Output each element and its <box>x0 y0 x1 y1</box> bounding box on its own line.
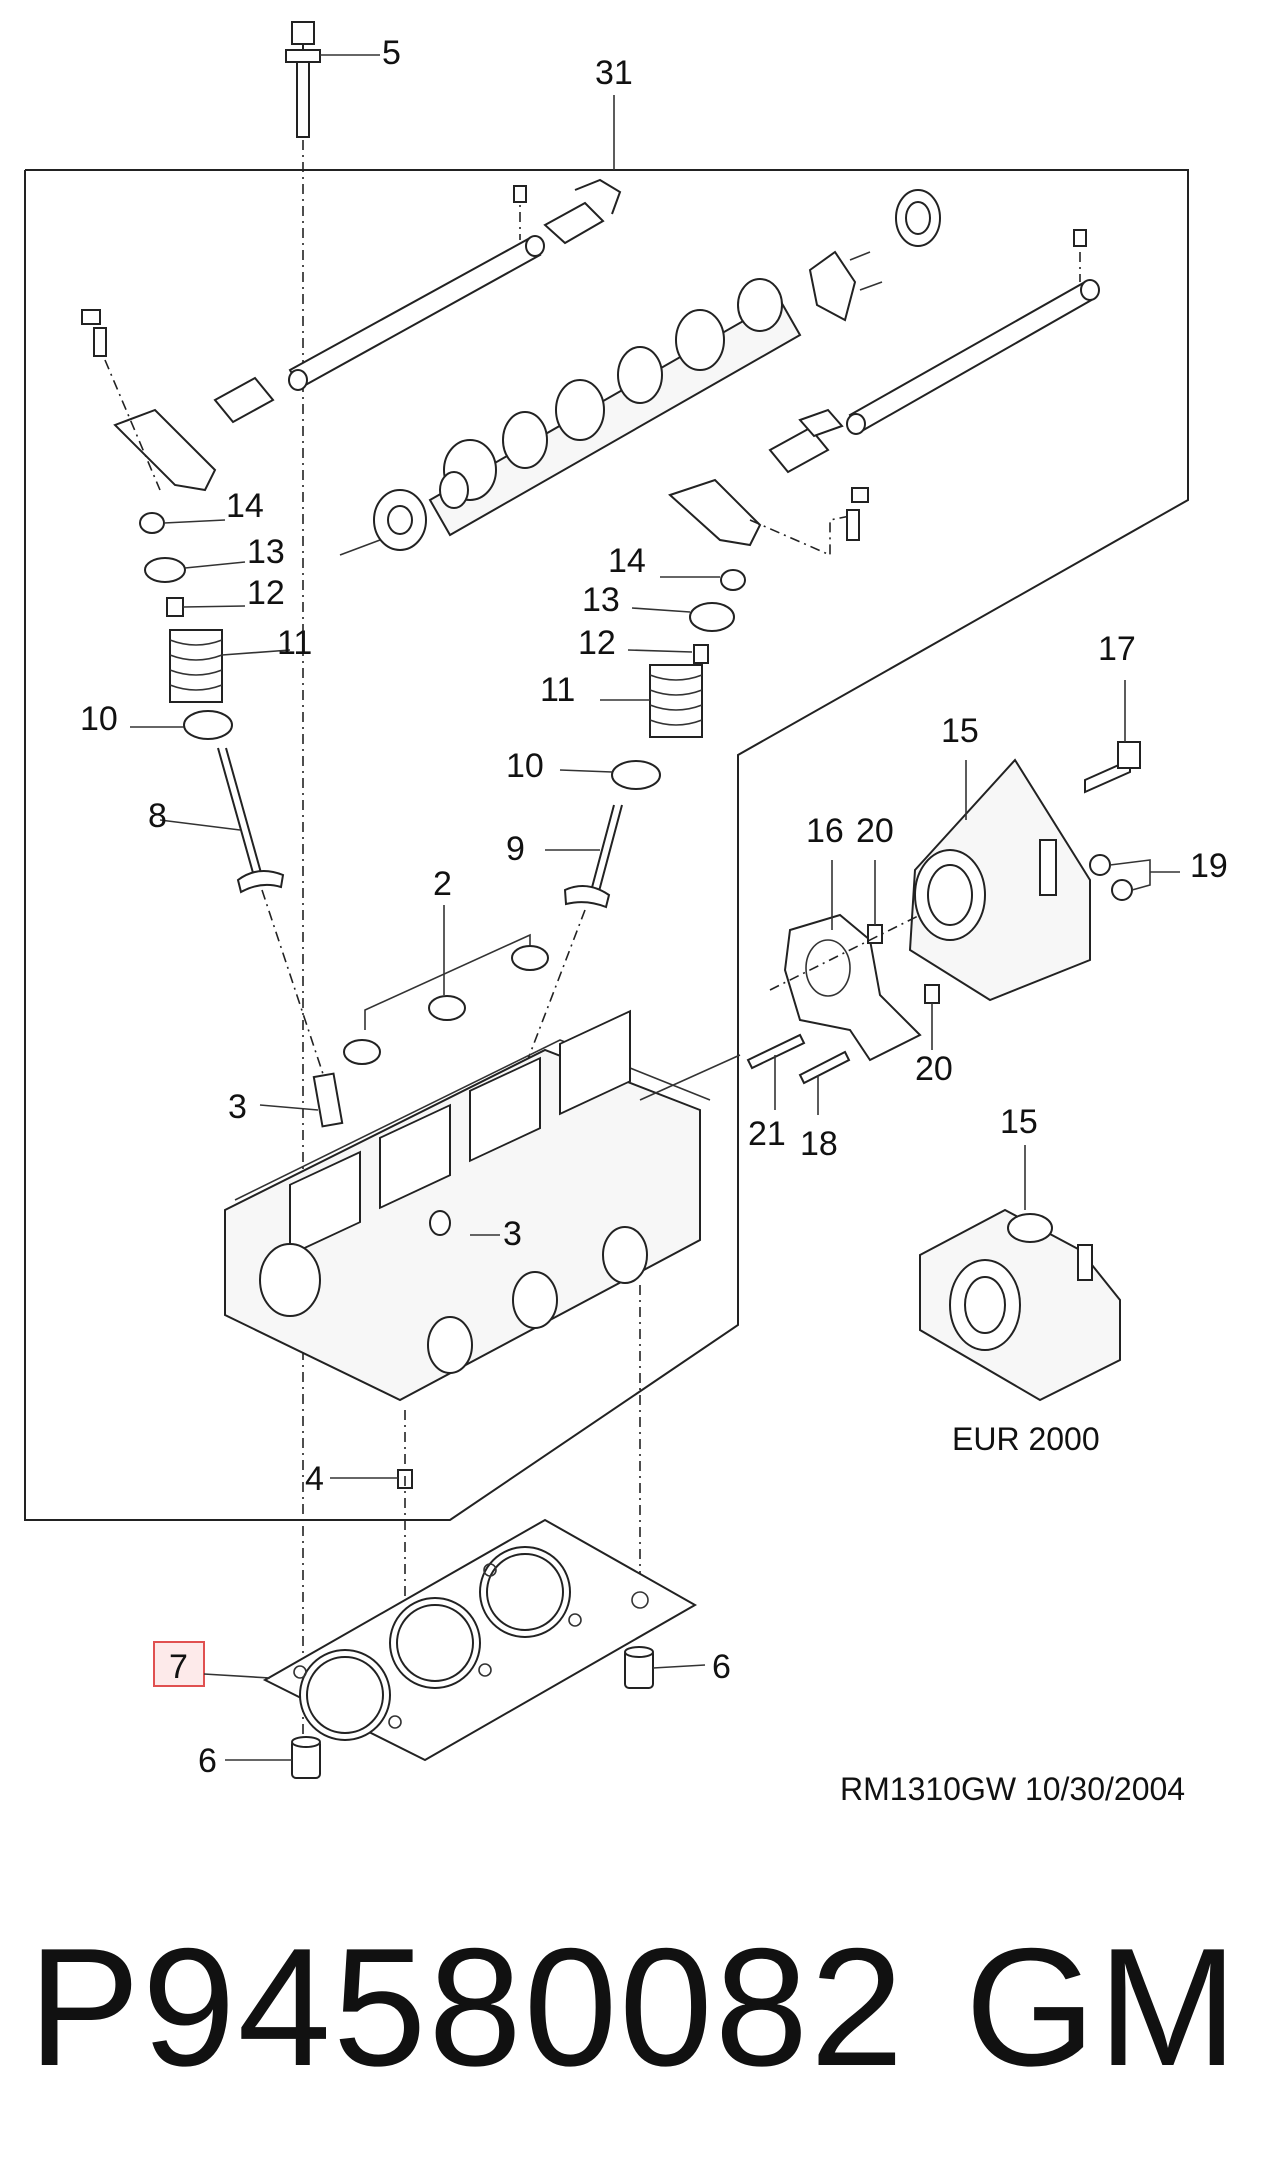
part-dowel-bush-6-right <box>624 1646 706 1689</box>
callout-5: 5 <box>382 34 401 72</box>
part-camshaft <box>339 278 802 556</box>
assembly-frame <box>24 169 1189 1521</box>
part-valve-guide-left <box>259 1072 344 1128</box>
callout-10-left: 10 <box>80 700 118 738</box>
callout-2: 2 <box>433 865 452 903</box>
part-bolt-17 <box>1084 680 1141 794</box>
callout-10-right: 10 <box>506 747 544 785</box>
part-valve-keeper-right <box>627 644 709 664</box>
part-valve-keeper-left <box>166 597 246 617</box>
part-valve-spring-left <box>169 629 291 703</box>
highlight-callout-7 <box>153 1641 271 1687</box>
callout-14-left: 14 <box>226 487 264 525</box>
callout-20-lower: 20 <box>915 1050 953 1088</box>
part-thermostat-gasket <box>783 860 922 1062</box>
callout-13-right: 13 <box>582 581 620 619</box>
part-thermostat-housing <box>908 758 1091 1002</box>
callout-12-right: 12 <box>578 624 616 662</box>
callout-31: 31 <box>595 54 633 92</box>
part-rocker-shaft-upper <box>213 178 622 424</box>
callout-13-left: 13 <box>247 533 285 571</box>
part-spring-seat-lower-right <box>559 760 661 790</box>
callout-20-upper: 20 <box>856 812 894 850</box>
brand-label: GM <box>965 1913 1240 2101</box>
part-cylinder-head <box>224 1009 741 1402</box>
callout-18: 18 <box>800 1125 838 1163</box>
part-rocker-arm-left <box>81 309 217 492</box>
part-seal-ring <box>895 189 941 247</box>
callout-17: 17 <box>1098 630 1136 668</box>
part-spring-seat-lower-left <box>130 710 233 740</box>
callout-3-left: 3 <box>228 1088 247 1126</box>
part-head-gasket-7 <box>262 1518 698 1762</box>
drawing-reference: RM1310GW 10/30/2004 <box>840 1771 1185 1807</box>
callout-11-left: 11 <box>277 624 312 662</box>
part-bolt-5 <box>285 21 380 1780</box>
part-valve-spring-right <box>600 664 703 738</box>
callout-12-left: 12 <box>247 574 285 612</box>
part-rocker-shaft-lower <box>768 229 1100 474</box>
part-nut-19 <box>1089 854 1180 901</box>
part-bracket-upper-right <box>808 250 883 322</box>
callout-15-upper: 15 <box>941 712 979 750</box>
part-valve-stem-seal-right <box>660 569 746 591</box>
part-dowel-bush-6-left <box>225 1736 321 1779</box>
callout-6-left: 6 <box>198 1742 217 1780</box>
callout-4: 4 <box>305 1460 324 1498</box>
callout-3-center: 3 <box>503 1215 522 1253</box>
callout-6-right: 6 <box>712 1648 731 1686</box>
part-valve-stem-seal-left <box>139 512 226 534</box>
part-stud-18 <box>798 1050 851 1115</box>
part-thermostat-housing-eur2000 <box>919 1145 1121 1402</box>
callout-11-right: 11 <box>540 671 575 709</box>
part-stud-21 <box>746 1033 806 1110</box>
part-exhaust-valve <box>519 804 623 1081</box>
callout-8: 8 <box>148 797 167 835</box>
part-number: P94580082 <box>28 1913 906 2101</box>
part-intake-valve <box>159 747 326 1081</box>
callout-7: 7 <box>169 1648 188 1686</box>
part-core-plugs <box>343 905 549 1065</box>
callout-9: 9 <box>506 830 525 868</box>
variant-label: EUR 2000 <box>952 1421 1100 1457</box>
part-spring-seat-right <box>631 602 735 632</box>
callout-14-right: 14 <box>608 542 646 580</box>
part-spring-seat-left <box>144 557 246 583</box>
part-rocker-arm-right <box>668 478 869 557</box>
callout-19: 19 <box>1190 847 1228 885</box>
callout-21: 21 <box>748 1115 786 1153</box>
part-dowel-4 <box>330 1410 413 1620</box>
callout-15-lower: 15 <box>1000 1103 1038 1141</box>
callout-16: 16 <box>806 812 844 850</box>
